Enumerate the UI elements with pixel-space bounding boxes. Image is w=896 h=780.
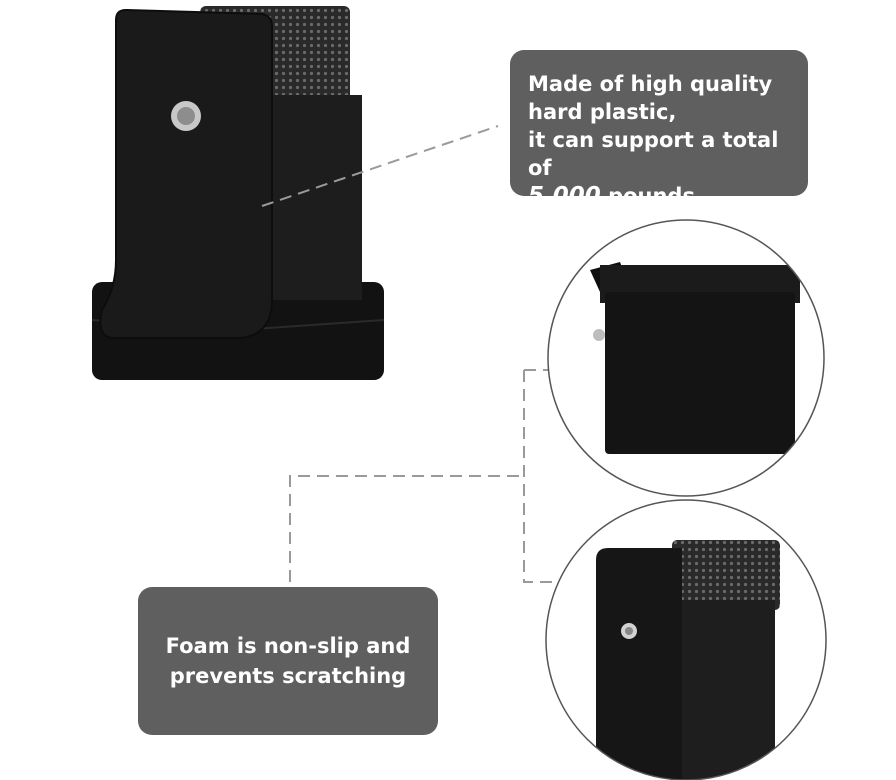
zoom-circle-side-view <box>545 499 827 780</box>
zoom-circle-bottom-view <box>547 219 825 497</box>
callout-line: 5,000 pounds <box>528 182 790 210</box>
callout-text: Foam is non-slip and prevents scratching <box>166 631 411 691</box>
callout-line: Made of high quality <box>528 72 773 96</box>
callout-strength: Made of high quality hard plastic, it ca… <box>510 50 808 209</box>
callout-line: hard plastic, <box>528 100 677 124</box>
weight-highlight: 5,000 <box>528 183 601 209</box>
weight-suffix: pounds <box>600 184 695 208</box>
callout-line: Foam is non-slip and <box>165 634 411 658</box>
callout-line: it can support a total of <box>528 128 779 180</box>
callout-line: prevents scratching <box>169 664 407 688</box>
callout-foam: Foam is non-slip and prevents scratching <box>138 587 438 735</box>
riser-main-image <box>91 6 385 380</box>
bolt-icon <box>593 329 605 341</box>
